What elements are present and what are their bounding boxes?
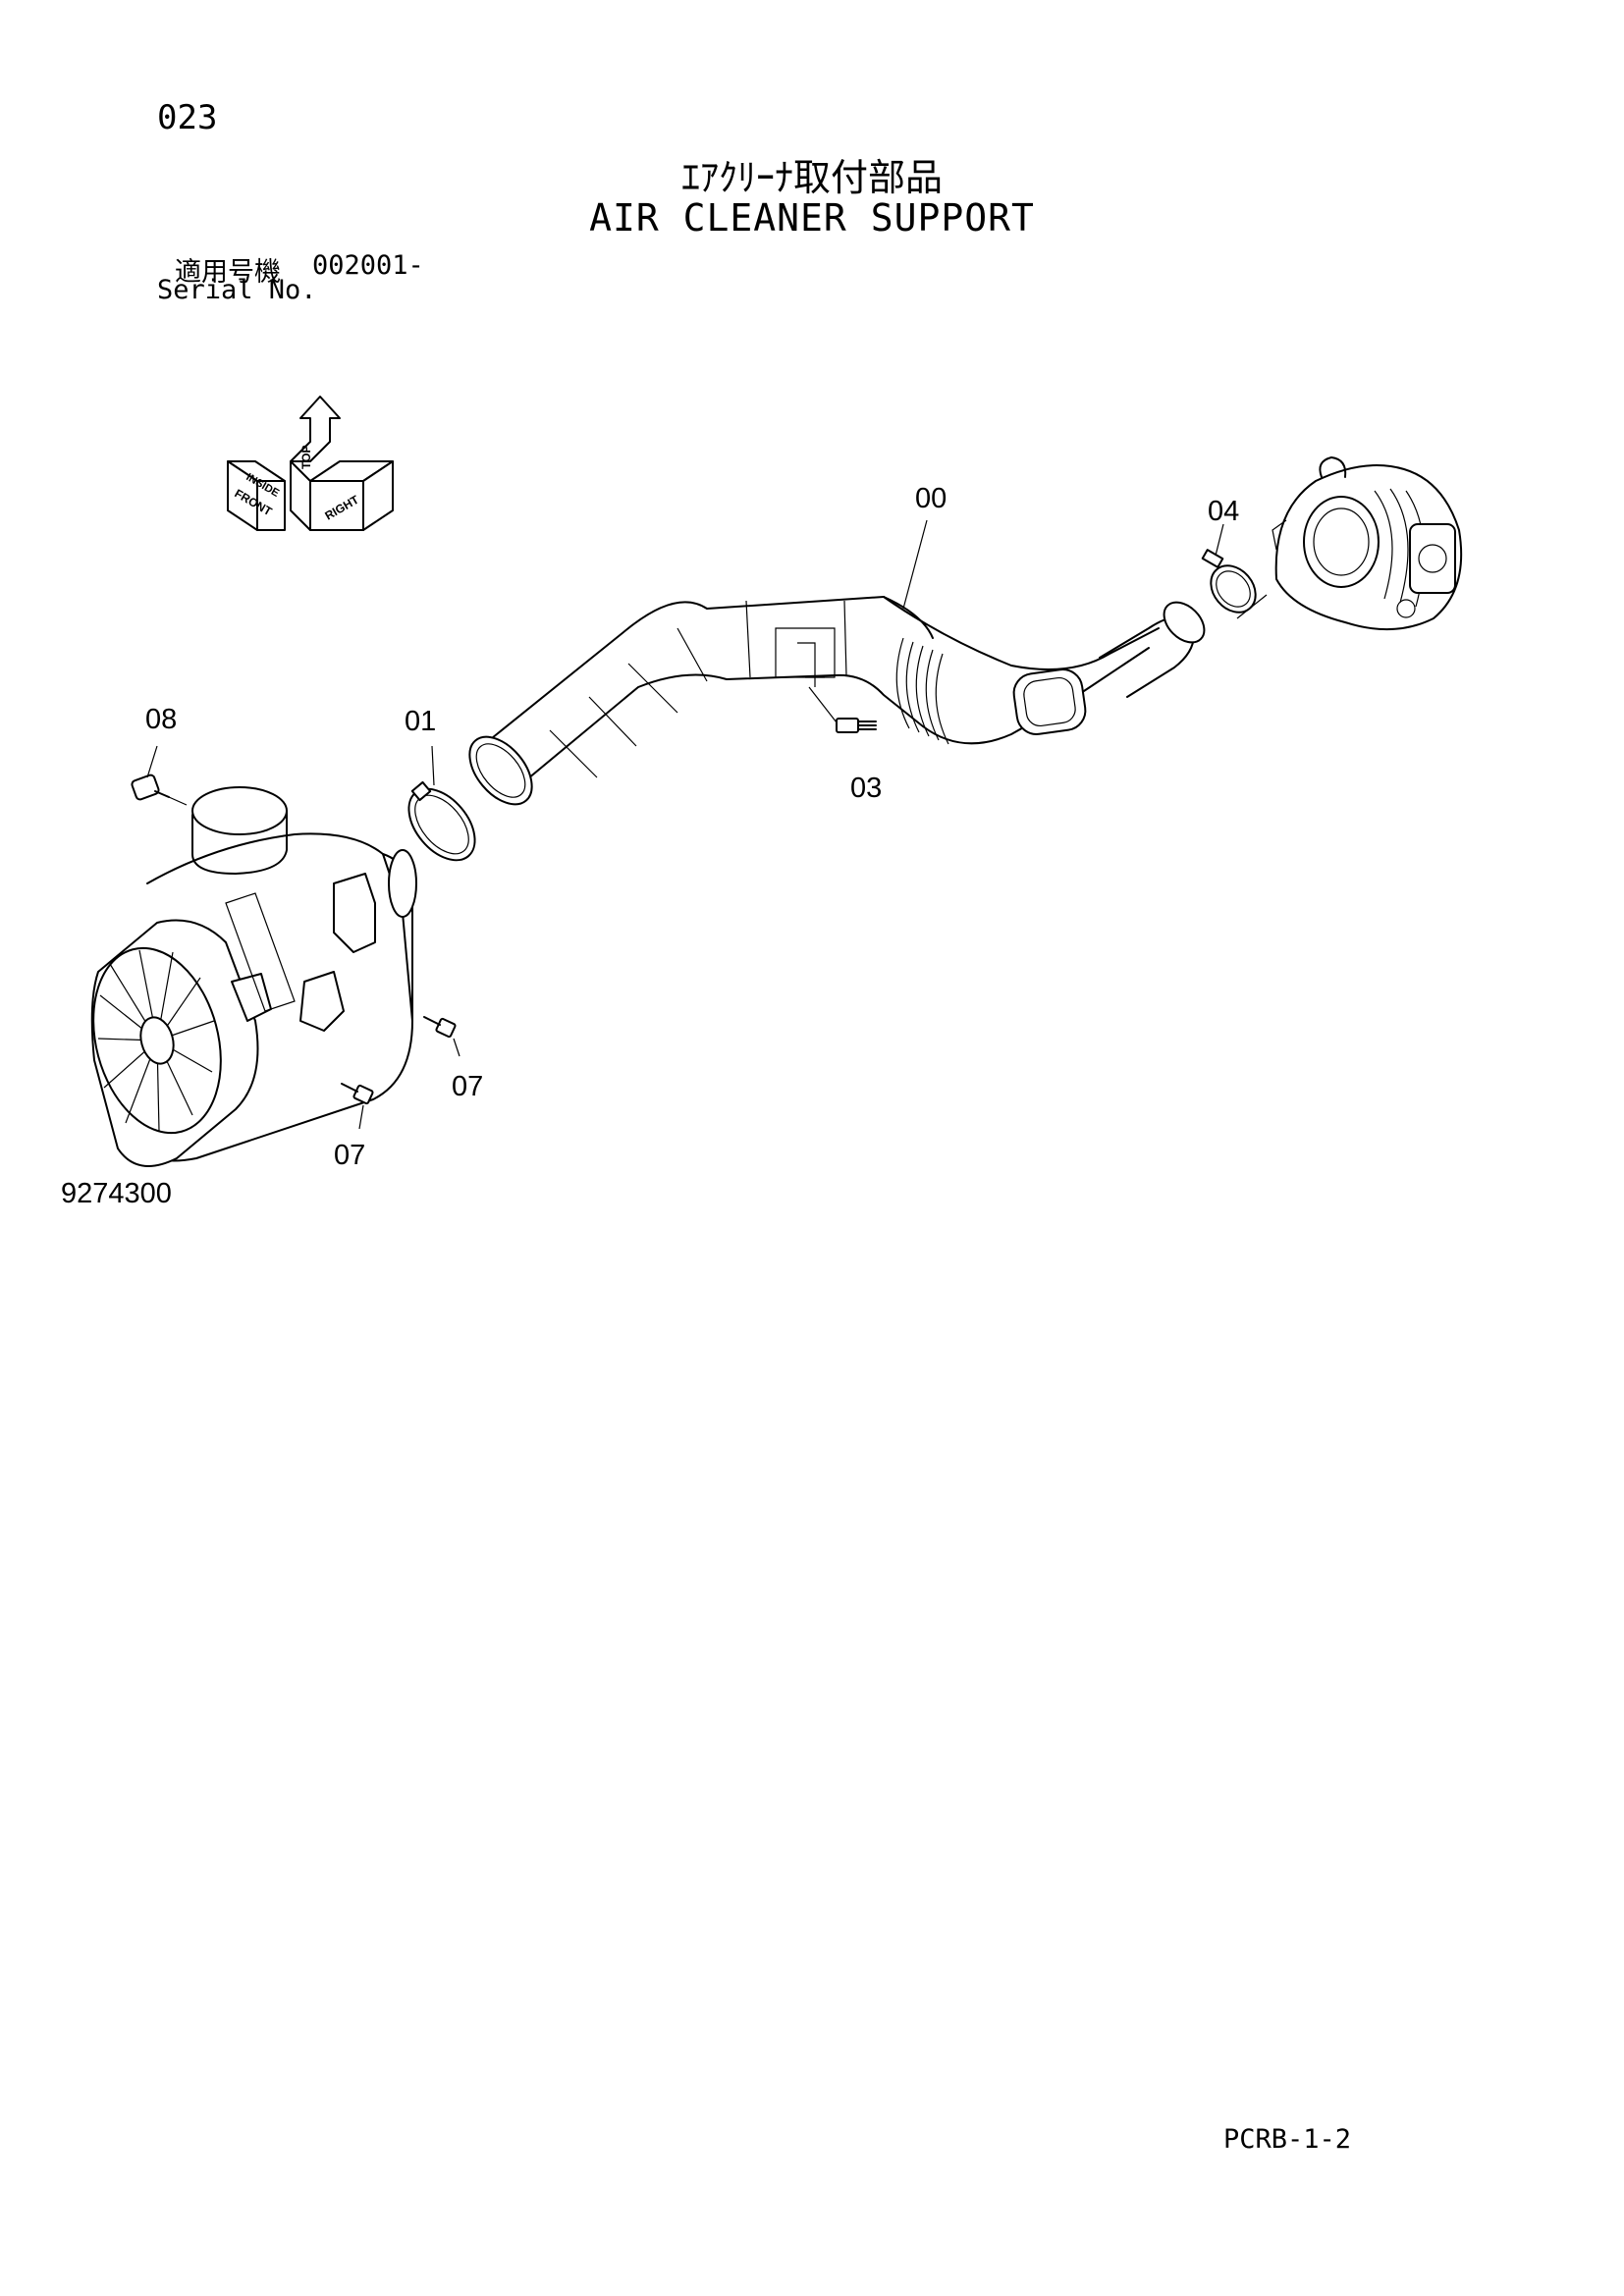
orientation-label-top: TOP [299,446,313,469]
callout-03: 03 [850,773,882,804]
title-english: AIR CLEANER SUPPORT [589,196,1035,240]
turbocharger [1272,456,1463,631]
air-cleaner [90,786,417,1167]
callout-04: 04 [1208,496,1239,527]
callout-01: 01 [405,706,436,737]
serial-label-japanese: 適用号機 [175,257,281,288]
page-code: PCRB-1-2 [1223,2124,1352,2155]
intake-hose [468,596,1206,806]
serial-label-english: Serial No. [157,275,317,305]
callout-07-upper: 07 [452,1071,483,1102]
bolt-07-lower [341,1083,374,1130]
callout-00: 00 [915,483,947,514]
serial-value: 002001- [312,250,424,281]
bolt-07-upper [423,1016,460,1057]
diagram-id: 9274300 [61,1178,172,1209]
hose-corrugated-band [895,637,949,745]
sensor-08 [131,745,188,806]
title-japanese: ｴｱｸﾘｰﾅ取付部品 [680,156,943,199]
orientation-indicator: TOP FRONT RIGHT INSIDE [227,396,394,531]
bolt-03 [808,686,877,733]
hose-clamp-01 [407,745,476,862]
leader-00 [902,519,928,610]
page-number: 023 [157,98,218,137]
callout-07-lower: 07 [334,1140,365,1171]
hose-clamp-04 [1201,523,1268,619]
callout-08: 08 [145,704,177,735]
